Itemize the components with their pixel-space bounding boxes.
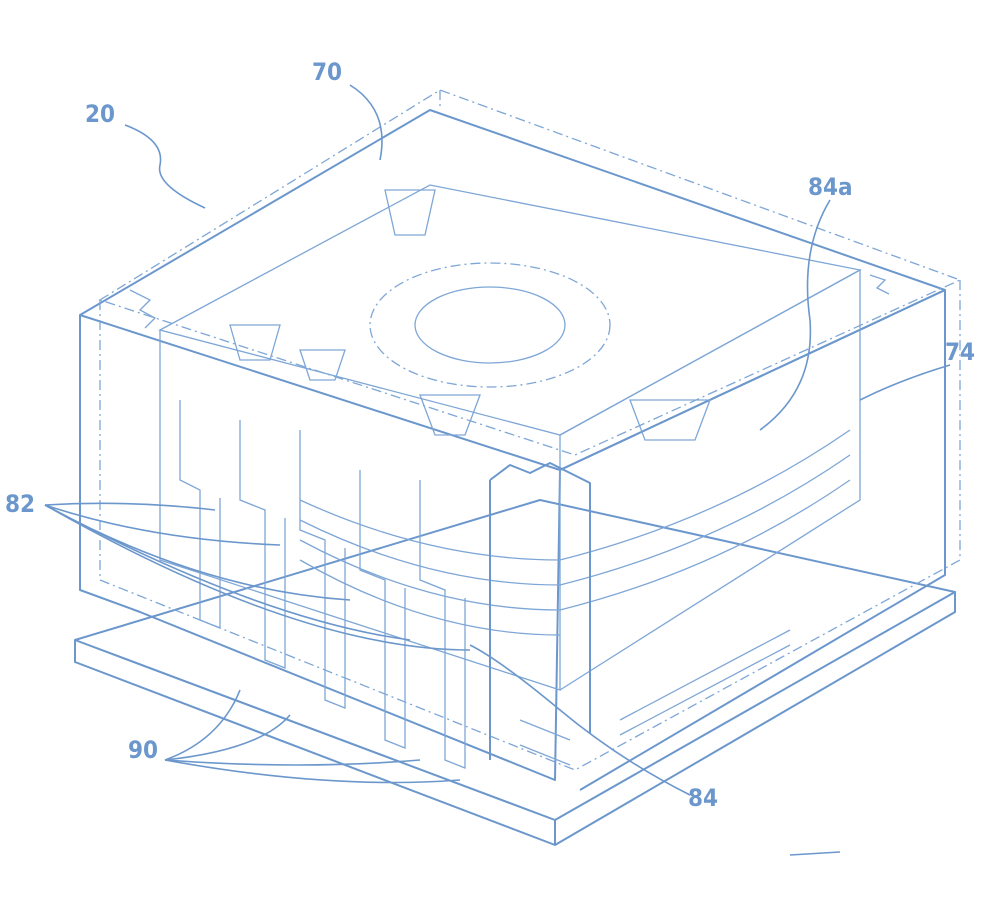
leads (179, 400, 591, 769)
core-block (158, 184, 862, 691)
terminal-comb (519, 629, 791, 766)
label-84a: 84a (808, 173, 853, 201)
leader-lines (44, 84, 951, 856)
label-90: 90 (128, 736, 158, 764)
label-74: 74 (945, 338, 975, 366)
base-plate (74, 499, 956, 846)
label-84: 84 (688, 784, 718, 812)
housing (79, 89, 962, 791)
label-20: 20 (85, 100, 115, 128)
label-82: 82 (5, 490, 35, 518)
label-70: 70 (312, 58, 342, 86)
